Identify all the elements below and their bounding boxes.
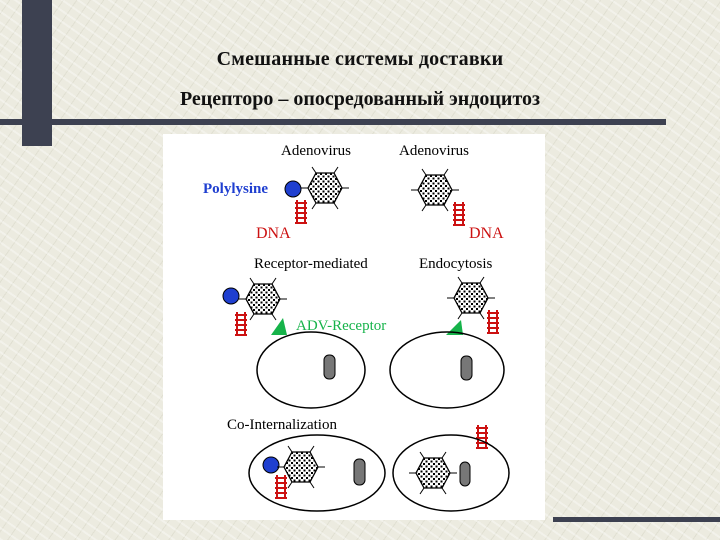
- polylysine-bead-icon: [222, 287, 240, 305]
- figure-canvas: Adenovirus Adenovirus Polylysine DNA DNA…: [203, 143, 510, 512]
- adenovirus-left-icon: [300, 166, 350, 210]
- nucleus-left-bottom: [353, 458, 366, 486]
- label-adenovirus-right: Adenovirus: [399, 143, 469, 159]
- receptor-left-icon: [271, 318, 287, 335]
- label-dna-right: DNA: [469, 225, 504, 242]
- top-rule: [0, 119, 666, 125]
- adenovirus-right-icon: [410, 168, 460, 212]
- slide-title: Смешанные системы доставки: [216, 48, 504, 70]
- slide-subtitle: Рецепторо – опосредованный эндоцитоз: [179, 88, 541, 110]
- cell-right-bottom: [392, 434, 510, 512]
- label-dna-left: DNA: [256, 225, 291, 242]
- dna-left-icon: [294, 199, 308, 225]
- label-receptor-mediated: Receptor-mediated: [254, 256, 368, 272]
- label-adenovirus-left: Adenovirus: [281, 143, 351, 159]
- endocytosis-figure: Adenovirus Adenovirus Polylysine DNA DNA…: [163, 134, 545, 520]
- cell-left-bottom: [248, 434, 386, 512]
- dna-icon: [274, 474, 288, 500]
- bottom-rule: [553, 517, 720, 522]
- polylysine-bead-icon: [262, 456, 280, 474]
- label-endocytosis: Endocytosis: [419, 256, 492, 272]
- receptor-right-icon: [446, 320, 463, 335]
- dna-icon: [486, 309, 500, 335]
- cell-left: [256, 331, 366, 409]
- polylysine-bead-icon: [284, 180, 302, 198]
- nucleus-right-bottom: [459, 461, 471, 487]
- dna-icon: [234, 311, 248, 337]
- label-polylysine: Polylysine: [203, 181, 268, 197]
- nucleus-right: [460, 355, 473, 381]
- dna-right-icon: [452, 201, 466, 227]
- adenovirus-icon: [408, 451, 458, 495]
- cell-right: [389, 331, 505, 409]
- nucleus-left: [323, 354, 336, 380]
- label-co-internalization: Co-Internalization: [227, 417, 337, 433]
- adenovirus-icon: [238, 277, 288, 321]
- label-adv-receptor: ADV-Receptor: [296, 318, 386, 334]
- dna-free-icon: [475, 424, 489, 450]
